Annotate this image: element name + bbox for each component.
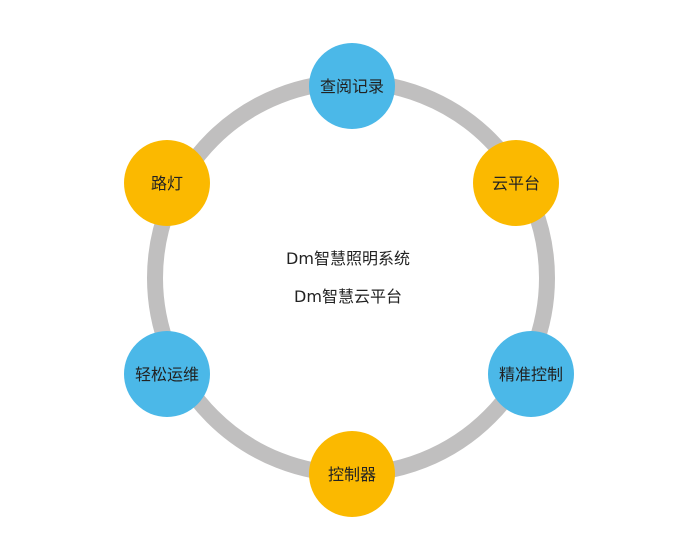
node-cloud-platform: 云平台: [473, 140, 559, 226]
node-view-records-label: 查阅记录: [320, 77, 384, 96]
node-precise-control: 精准控制: [488, 331, 574, 417]
node-controller-label: 控制器: [328, 465, 376, 484]
node-street-light-label: 路灯: [151, 174, 183, 193]
node-street-light: 路灯: [124, 140, 210, 226]
node-easy-maintenance: 轻松运维: [124, 331, 210, 417]
node-street-light-circle: [124, 140, 210, 226]
node-view-records: 查阅记录: [309, 43, 395, 129]
ring: [147, 74, 555, 482]
node-cloud-platform-label: 云平台: [492, 174, 540, 193]
node-easy-maintenance-label: 轻松运维: [135, 365, 199, 384]
node-view-records-circle: [309, 43, 395, 129]
node-precise-control-circle: [488, 331, 574, 417]
node-cloud-platform-circle: [473, 140, 559, 226]
node-easy-maintenance-circle: [124, 331, 210, 417]
node-controller-circle: [309, 431, 395, 517]
center-subtitle: Dm智慧云平台: [294, 287, 402, 306]
center-title: Dm智慧照明系统: [286, 249, 410, 268]
node-controller: 控制器: [309, 431, 395, 517]
node-precise-control-label: 精准控制: [499, 365, 563, 384]
